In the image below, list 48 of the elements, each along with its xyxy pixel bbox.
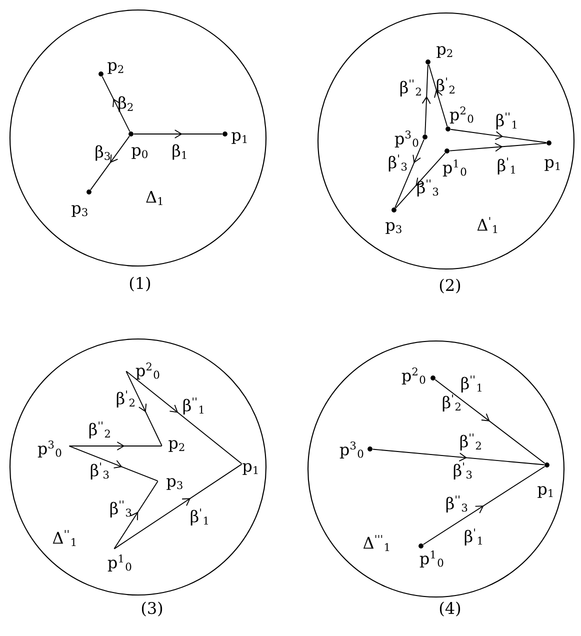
edge-label: β$^{''}$2 — [89, 422, 110, 438]
edge-label: β$_{2}$ — [118, 96, 133, 112]
edge-label: β$_{1}$ — [172, 144, 186, 160]
line-label: β$^{'}$2 — [442, 394, 460, 412]
panel-caption: (2) — [440, 278, 460, 294]
region-label: Δ$^{'}$1 — [477, 217, 498, 233]
point-label: p$_{3}$ — [72, 205, 88, 217]
edge-label: β$^{''}$3 — [446, 496, 468, 512]
edge-label: β$^{''}$1 — [496, 112, 516, 130]
point-label: p$^{1}$0 — [420, 550, 444, 568]
point-label: p$^{3}$0 — [394, 130, 418, 148]
edge-label: β$^{'}$1 — [498, 158, 515, 174]
region-label: Δ$^{'''}$1 — [363, 535, 390, 551]
point-label: p$_{1}$ — [242, 463, 258, 475]
point-label: p$^{2}$0 — [450, 106, 474, 124]
panel-caption: (1) — [130, 276, 150, 292]
region-label: Δ$_{1}$ — [146, 190, 162, 206]
point-label: p$_{0}$ — [132, 147, 148, 159]
edge-label: β$^{'}$3 — [388, 154, 407, 172]
edge-label: β$^{''}$2 — [460, 434, 481, 450]
point-label: p$^{3}$0 — [38, 440, 62, 458]
point-label: p$^{1}$0 — [442, 159, 466, 177]
region-label: Δ$^{''}$1 — [52, 530, 76, 546]
point-label: p$_{2}$ — [168, 440, 184, 452]
edge-label: β$^{''}$1 — [461, 376, 482, 392]
edge-label: β$^{'}$1 — [190, 508, 208, 526]
edge-label: β$^{'}$2 — [436, 78, 454, 94]
point-label: p$_{2}$ — [108, 62, 124, 74]
point-label: p$_{3}$ — [386, 222, 402, 234]
point-label: p$_{1}$ — [232, 132, 247, 144]
point-label: p$_{1}$ — [538, 486, 553, 498]
edge-label: β$^{'}$3 — [90, 462, 109, 480]
point-label: p$^{2}$0 — [136, 362, 160, 380]
line-label: β$^{'}$3 — [454, 462, 472, 480]
point-label: p$^{1}$0 — [108, 554, 132, 572]
edge-label: β$^{''}$2 — [400, 80, 421, 96]
panel-caption: (4) — [440, 602, 460, 616]
point-label: p$^{2}$0 — [402, 367, 426, 385]
edge-label: β$_{3}$ — [96, 145, 110, 161]
point-label: p$^{3}$0 — [340, 441, 364, 459]
point-label: p$_{1}$ — [544, 159, 560, 171]
edge-label: β$^{''}$1 — [183, 398, 204, 414]
point-label: p$_{3}$ — [166, 478, 182, 490]
panel-caption: (3) — [142, 602, 162, 616]
edge-label: β$^{''}$3 — [110, 500, 132, 518]
line-label: β$^{'}$1 — [464, 528, 482, 546]
point-label: p$_{2}$ — [436, 46, 452, 58]
edge-label: β$^{'}$2 — [116, 390, 134, 408]
